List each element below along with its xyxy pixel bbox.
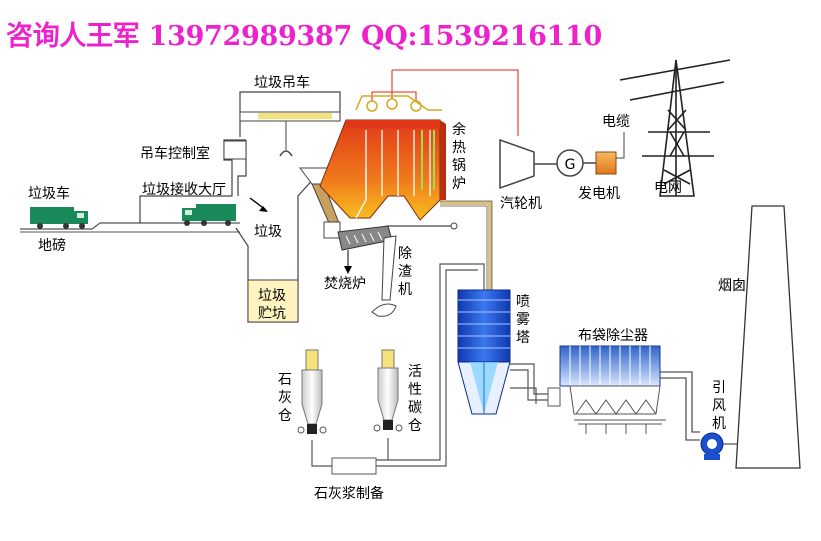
spray-tower bbox=[457, 289, 511, 415]
bag-filter bbox=[547, 345, 666, 434]
boiler-tubes bbox=[421, 130, 435, 190]
label-crane-control-room: 吊车控制室 bbox=[140, 145, 210, 162]
label-spray-tower-2: 雾 bbox=[516, 312, 530, 328]
ground-line bbox=[20, 222, 240, 233]
label-spray-tower-3: 塔 bbox=[516, 330, 530, 346]
contact-header: 咨询人王军 13972989387 QQ:1539216110 bbox=[6, 21, 603, 52]
generator-symbol: G bbox=[565, 157, 576, 173]
label-cable: 电缆 bbox=[602, 114, 630, 130]
incinerator-grate bbox=[323, 221, 393, 274]
label-slag-remover-2: 渣 bbox=[398, 264, 412, 280]
crane-control-room bbox=[223, 140, 247, 160]
label-fan-2: 风 bbox=[712, 398, 726, 414]
generator-g-icon: G bbox=[556, 132, 625, 177]
label-garbage: 垃圾 bbox=[254, 224, 282, 240]
label-boiler-2: 热 bbox=[452, 140, 466, 156]
label-incinerator: 焚烧炉 bbox=[324, 276, 366, 292]
label-storage-pit-2: 贮坑 bbox=[258, 306, 286, 322]
label-fan-1: 引 bbox=[712, 380, 726, 396]
filter-to-fan-duct bbox=[660, 371, 750, 445]
storage-pit bbox=[247, 279, 299, 323]
label-slag-remover-3: 机 bbox=[398, 282, 412, 298]
label-chimney: 烟囱 bbox=[718, 278, 746, 294]
steam-turbine-icon bbox=[499, 138, 558, 190]
label-storage-pit-1: 垃圾 bbox=[258, 288, 286, 304]
label-bag-filter: 布袋除尘器 bbox=[578, 328, 648, 344]
power-pylon-icon bbox=[619, 59, 731, 197]
furnace-body bbox=[319, 119, 446, 221]
flue-duct-edge bbox=[440, 200, 493, 290]
ash-conveyor bbox=[386, 222, 458, 230]
label-lime-silo-2: 灰 bbox=[278, 390, 292, 406]
carbon-silo bbox=[373, 349, 403, 432]
label-lime-silo-1: 石 bbox=[278, 372, 292, 388]
label-spray-tower-1: 喷 bbox=[516, 294, 530, 310]
label-lime-slurry: 石灰浆制备 bbox=[314, 485, 384, 502]
label-boiler-3: 锅 bbox=[452, 158, 466, 174]
label-weighbridge: 地磅 bbox=[38, 237, 66, 254]
lime-silo bbox=[297, 349, 327, 434]
furnace-flues bbox=[355, 130, 431, 219]
supply-lines bbox=[311, 263, 485, 467]
label-carbon-silo-2: 性 bbox=[408, 382, 422, 398]
label-generator: 发电机 bbox=[578, 186, 620, 202]
crane-icon bbox=[239, 111, 341, 157]
label-fan-3: 机 bbox=[712, 416, 726, 432]
chimney bbox=[735, 205, 801, 469]
lime-slurry-box bbox=[331, 457, 377, 475]
garbage-drop-arrow bbox=[249, 197, 268, 212]
label-boiler-1: 余 bbox=[452, 121, 466, 138]
receiving-truck-icon bbox=[182, 204, 236, 226]
label-carbon-silo-3: 碳 bbox=[408, 400, 422, 416]
label-crane: 垃圾吊车 bbox=[254, 74, 310, 91]
steam-drums bbox=[355, 95, 442, 112]
label-receiving-hall: 垃圾接收大厅 bbox=[142, 181, 226, 198]
label-carbon-silo-1: 活 bbox=[408, 364, 422, 380]
label-power-grid: 电网 bbox=[654, 180, 682, 196]
label-lime-silo-3: 仓 bbox=[278, 408, 292, 424]
flue-duct bbox=[440, 201, 492, 290]
building-outline bbox=[139, 91, 341, 323]
label-carbon-silo-4: 仓 bbox=[408, 418, 422, 434]
label-boiler-4: 炉 bbox=[452, 176, 466, 192]
tower-to-filter-duct bbox=[510, 363, 548, 404]
garbage-truck-icon bbox=[30, 207, 88, 229]
slag-remover bbox=[371, 235, 397, 317]
label-turbine: 汽轮机 bbox=[500, 196, 542, 212]
label-slag-remover-1: 除 bbox=[398, 246, 412, 262]
label-garbage-truck: 垃圾车 bbox=[28, 185, 70, 202]
induced-fan-icon bbox=[700, 432, 724, 460]
